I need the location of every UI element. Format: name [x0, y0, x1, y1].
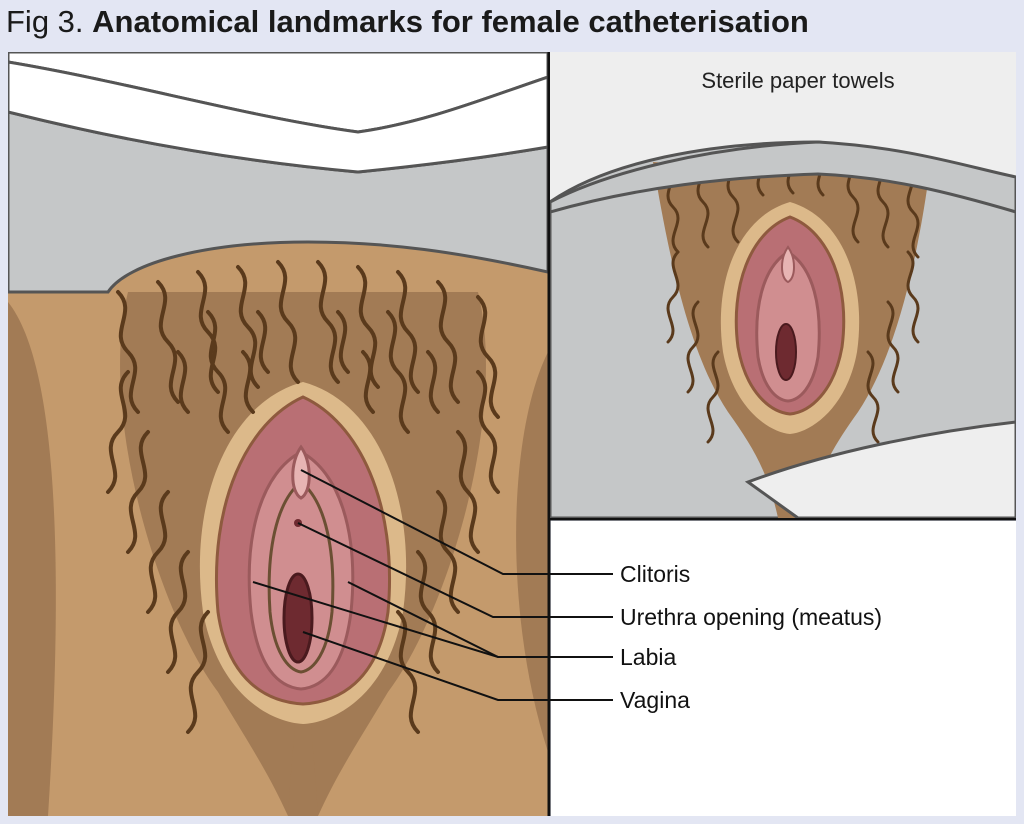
figure-number: Fig 3. [6, 4, 84, 39]
anatomical-diagram: Sterile paper towels Clitoris Urethra op… [8, 52, 1016, 816]
inset-illustration: Sterile paper towels [550, 52, 1016, 518]
label-labia: Labia [620, 644, 676, 670]
leader-clitoris [300, 469, 613, 575]
leader-vagina [302, 631, 613, 701]
pubic-hair [106, 260, 500, 734]
inset-caption: Sterile paper towels [701, 68, 894, 93]
leader-labia-2 [347, 581, 499, 658]
perineum [288, 724, 318, 816]
labia-inner [247, 450, 355, 691]
inset-vagina-opening [775, 323, 797, 381]
label-vagina: Vagina [620, 687, 690, 713]
label-urethra: Urethra opening (meatus) [620, 604, 882, 630]
label-clitoris: Clitoris [620, 561, 690, 587]
leader-lines [252, 469, 613, 701]
main-illustration [8, 52, 548, 816]
labia-inner-fold [267, 480, 335, 674]
inset-clitoris-hood [781, 245, 795, 284]
figure-heading: Anatomical landmarks for female catheter… [92, 4, 809, 39]
inset-towel-bottom [744, 420, 1016, 518]
right-thigh-shadow [516, 352, 548, 752]
leader-urethra [297, 522, 613, 618]
label-area [551, 521, 1016, 816]
clitoris-hood [291, 444, 311, 500]
vagina-opening [282, 572, 314, 664]
left-thigh-shadow [8, 302, 56, 816]
inset-towel-flap [550, 140, 1016, 214]
sheet-fold [8, 60, 548, 174]
figure-title: Fig 3. Anatomical landmarks for female c… [6, 2, 809, 42]
